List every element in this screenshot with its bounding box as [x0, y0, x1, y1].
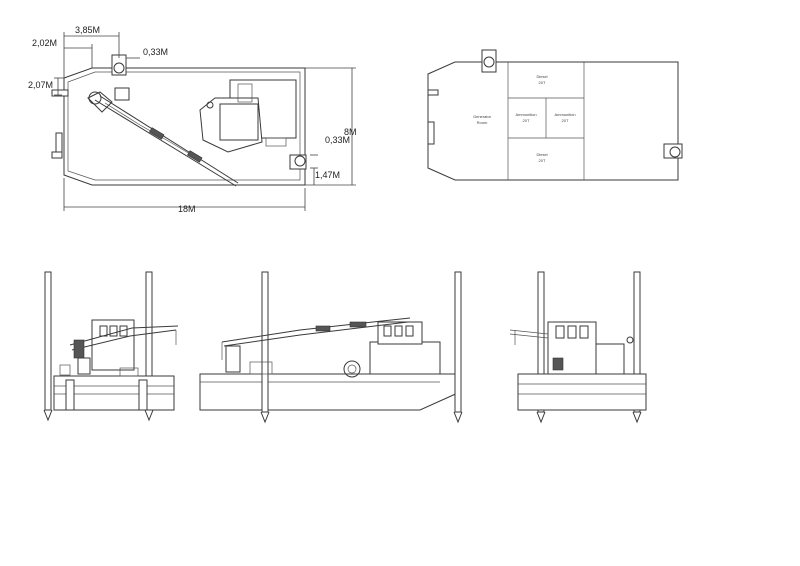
hull-inner-outline [67, 71, 301, 181]
dim-18: 18M [178, 204, 196, 214]
generator-room-label-2: Room [477, 120, 488, 125]
ammunition-1-label-2: 20T [523, 118, 530, 123]
dim-1-47: 1,47M [315, 170, 340, 180]
diesel-1-label-2: 20T [539, 80, 546, 85]
front-elevation-view [43, 271, 179, 422]
deck-hatch [114, 87, 130, 101]
hull-rear [517, 373, 647, 411]
spud-pole-rear-left [537, 271, 545, 413]
diesel-2-label-2: 20T [539, 158, 546, 163]
dim-3-85: 3,85M [75, 25, 100, 35]
spud-well-plan-top [481, 49, 497, 73]
spud-pipe-top [113, 62, 125, 74]
dim-8: 8M [344, 127, 357, 137]
hull-side [199, 373, 461, 411]
top-view-crane-deck: 3,85M 2,02M 0,33M 2,07M 8M 0,33M 1,47M 1… [28, 25, 357, 214]
ammunition-2-label-1: Ammunition [554, 112, 575, 117]
spud-well-plan-side [663, 143, 683, 159]
deck-plan-outline [427, 61, 679, 181]
deckhouse-side [369, 341, 441, 375]
spud-pole-side-right [454, 271, 462, 413]
reel-side [343, 360, 361, 378]
crane-base-side [225, 345, 241, 373]
bow-cleat [51, 151, 63, 159]
side-elevation-view [199, 271, 463, 424]
spud-pipe-side [294, 155, 306, 167]
ammunition-2-label-2: 20T [562, 118, 569, 123]
diesel-2-label-1: Diesel [536, 152, 547, 157]
ammunition-1-label-1: Ammunition [515, 112, 536, 117]
spud-pole-rear-right [633, 271, 641, 413]
dim-0-33-top: 0,33M [143, 47, 168, 57]
crane-boom-top [87, 91, 239, 187]
rear-elevation-view [509, 271, 647, 424]
top-view-storage-plan: Generator Room Diesel 20T Ammunition 20T… [427, 49, 683, 181]
spud-pole-side-left [261, 271, 269, 413]
dim-0-33-side: 0,33M [325, 135, 350, 145]
generator-room-label-1: Generator [473, 114, 492, 119]
dim-2-02: 2,02M [32, 38, 57, 48]
cabin-top [199, 79, 297, 153]
dimension-lines [54, 32, 356, 211]
spud-pole-left [44, 271, 52, 411]
diesel-1-label-1: Diesel [536, 74, 547, 79]
dim-2-07: 2,07M [28, 80, 53, 90]
bow-bollard [51, 89, 69, 97]
